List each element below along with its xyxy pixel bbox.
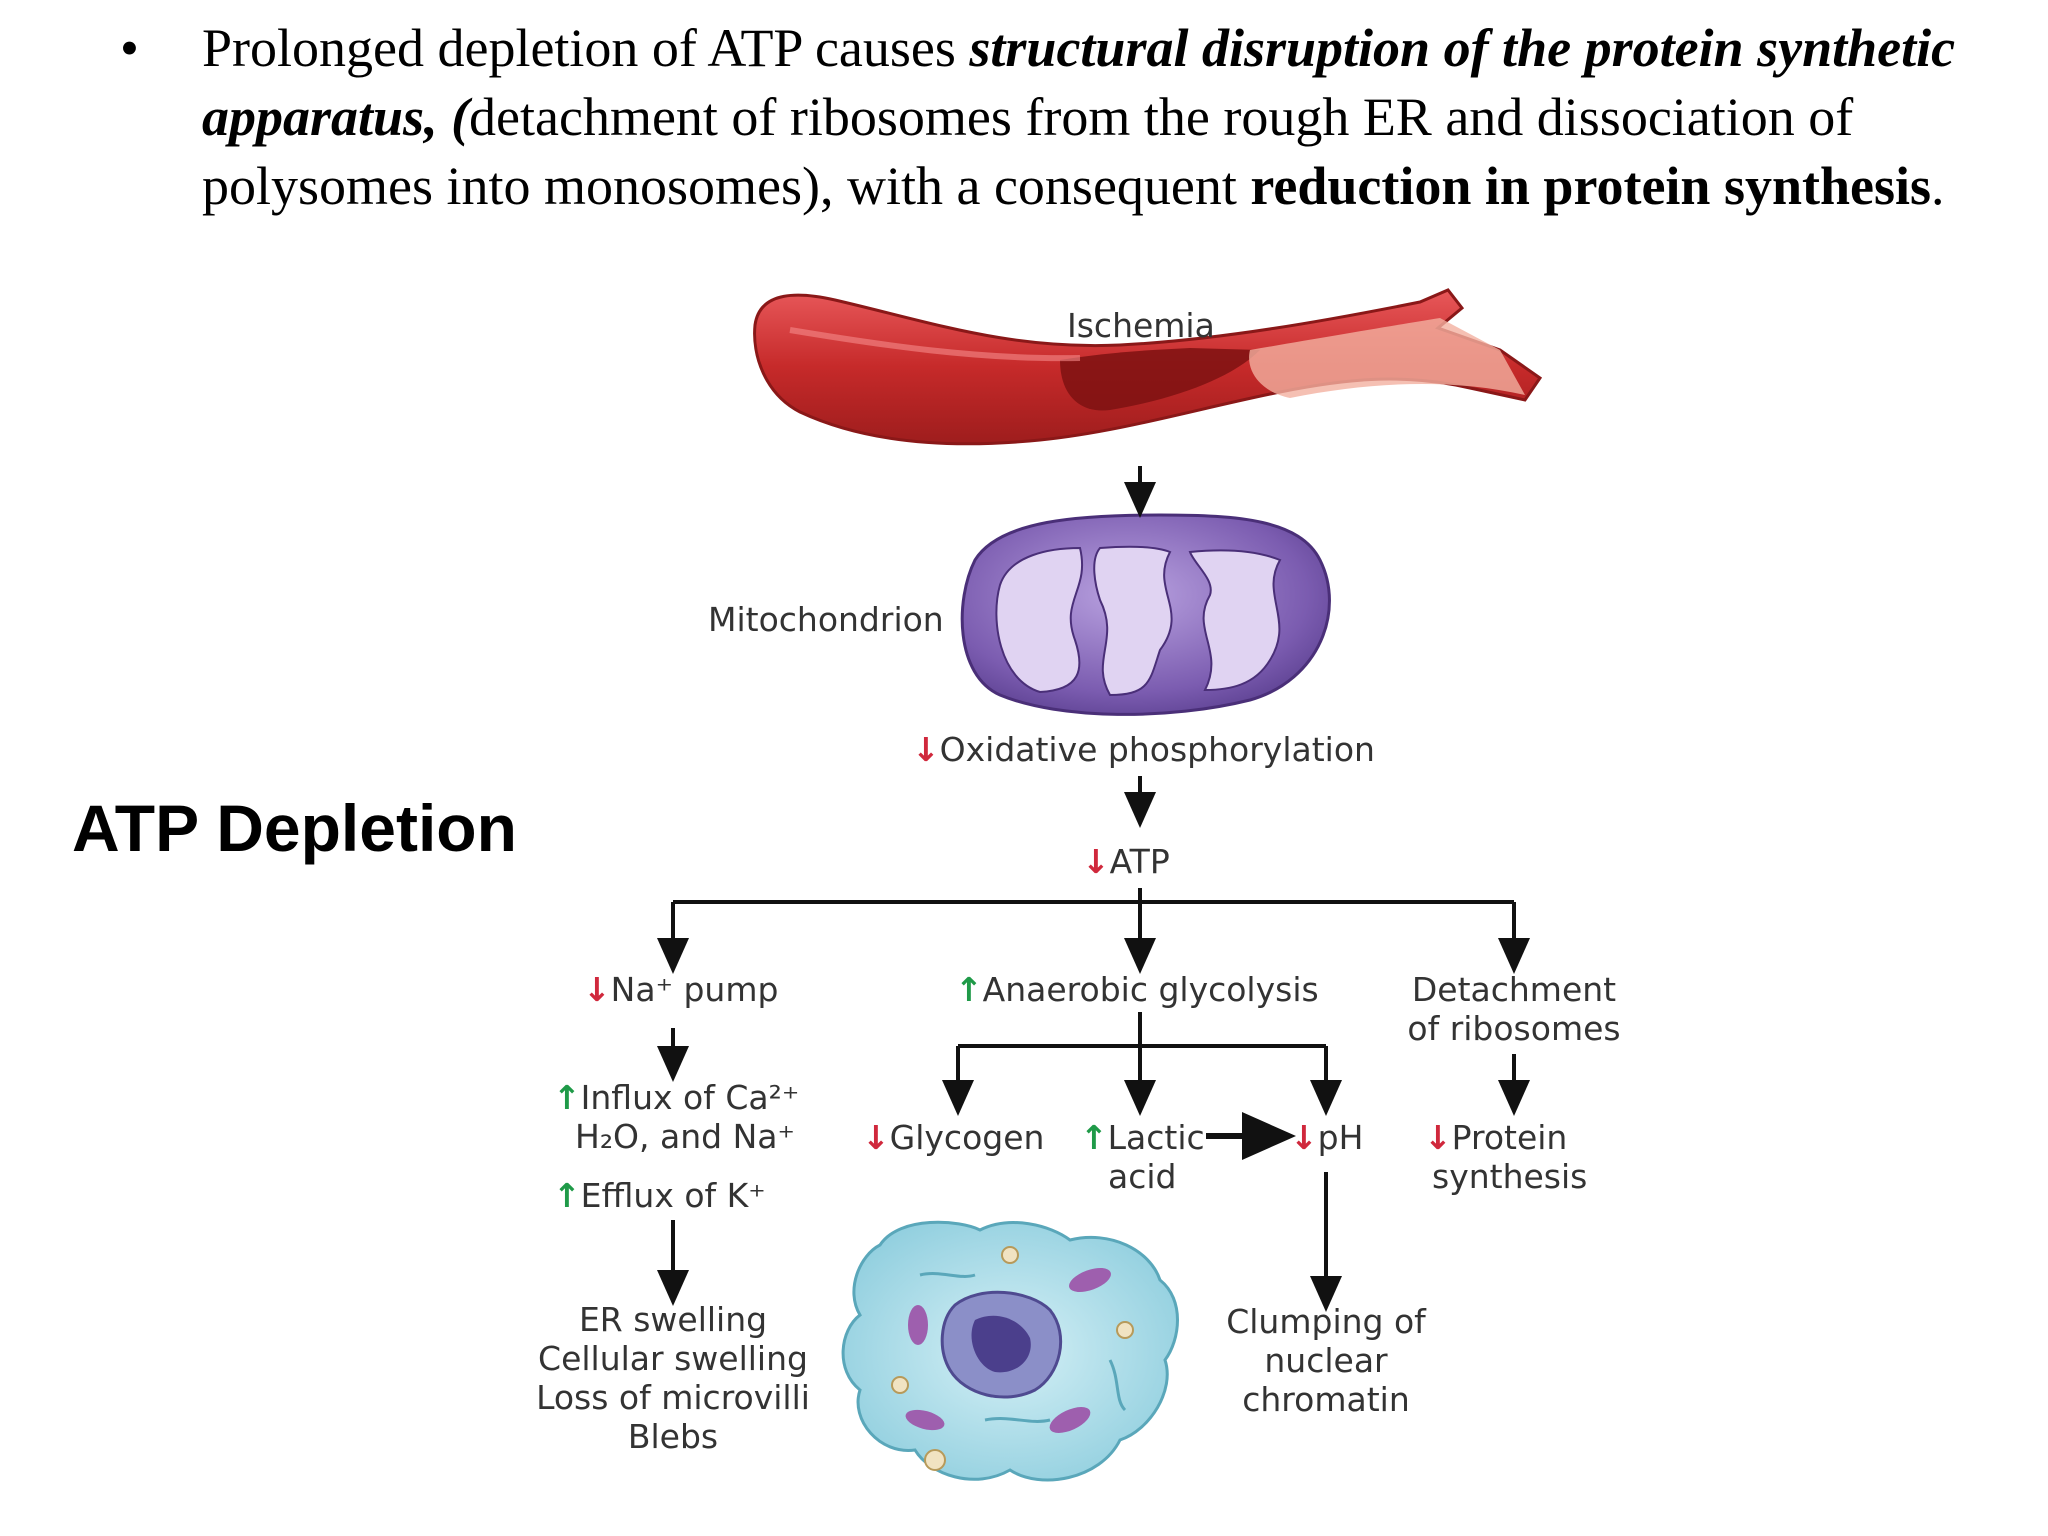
cell-icon: [841, 1220, 1179, 1482]
protein-line-2: synthesis: [1432, 1157, 1588, 1196]
detachment-line-1: Detachment: [1411, 970, 1617, 1009]
label-clumping-chromatin: Clumping of nuclear chromatin: [1206, 1302, 1446, 1419]
label-ischemia: Ischemia: [1067, 306, 1215, 345]
bullet-text-end: .: [1931, 156, 1945, 216]
side-title: ATP Depletion: [72, 791, 517, 865]
glycogen-text: Glycogen: [889, 1118, 1045, 1157]
label-atp: ↓ATP: [1082, 842, 1170, 881]
decrease-arrow-icon: ↓: [1424, 1118, 1452, 1157]
bullet-marker: •: [120, 18, 139, 78]
increase-arrow-icon: ↑: [955, 970, 983, 1009]
decrease-arrow-icon: ↓: [1290, 1118, 1318, 1157]
label-er-swelling: ER swelling Cellular swelling Loss of mi…: [533, 1300, 813, 1456]
label-influx: ↑Influx of Ca²⁺ H₂O, and Na⁺: [553, 1078, 799, 1156]
increase-arrow-icon: ↑: [553, 1176, 581, 1215]
protein-line-1: Protein: [1451, 1118, 1568, 1157]
atp-text: ATP: [1109, 842, 1170, 881]
label-glycogen: ↓Glycogen: [862, 1118, 1044, 1157]
clump-line-2: nuclear: [1264, 1341, 1388, 1380]
label-mitochondrion: Mitochondrion: [708, 600, 944, 639]
lactic-line-2: acid: [1108, 1157, 1177, 1196]
mitochondrion-icon: [960, 513, 1331, 716]
decrease-arrow-icon: ↓: [1082, 842, 1110, 881]
flow-connectors: [657, 466, 1530, 1312]
er-line-1: ER swelling: [578, 1300, 768, 1339]
bullet-text-3: detachment of ribosomes from the rough E…: [202, 87, 1854, 216]
decrease-arrow-icon: ↓: [912, 730, 940, 769]
increase-arrow-icon: ↑: [553, 1078, 581, 1117]
label-anaerobic-glycolysis: ↑Anaerobic glycolysis: [955, 970, 1319, 1009]
label-ph: ↓pH: [1290, 1118, 1363, 1157]
detachment-line-2: of ribosomes: [1407, 1009, 1621, 1048]
decrease-arrow-icon: ↓: [862, 1118, 890, 1157]
label-detachment-of-ribosomes: Detachment of ribosomes: [1404, 970, 1624, 1048]
anaerobic-text: Anaerobic glycolysis: [982, 970, 1319, 1009]
label-efflux: ↑Efflux of K⁺: [553, 1176, 766, 1215]
bullet-text-1: Prolonged depletion of ATP causes: [202, 18, 970, 78]
bullet-text-emphasis: structural disruption of the protein syn…: [202, 18, 1956, 147]
ph-text: pH: [1317, 1118, 1364, 1157]
oxphos-text: Oxidative phosphorylation: [939, 730, 1375, 769]
blood-vessel-icon: [753, 288, 1543, 446]
label-oxidative-phosphorylation: ↓Oxidative phosphorylation: [912, 730, 1375, 769]
label-na-pump: ↓Na⁺ pump: [583, 970, 778, 1009]
bullet-text: Prolonged depletion of ATP causes struct…: [202, 14, 1992, 221]
label-lactic-acid: ↑Lactic acid: [1080, 1118, 1205, 1196]
label-protein-synthesis: ↓Protein synthesis: [1424, 1118, 1587, 1196]
clump-line-1: Clumping of: [1226, 1302, 1426, 1341]
decrease-arrow-icon: ↓: [583, 970, 611, 1009]
er-line-3: Loss of microvilli: [536, 1378, 810, 1417]
na-pump-text: Na⁺ pump: [610, 970, 779, 1009]
clump-line-3: chromatin: [1242, 1380, 1410, 1419]
increase-arrow-icon: ↑: [1080, 1118, 1108, 1157]
lactic-line-1: Lactic: [1107, 1118, 1205, 1157]
bullet-text-bold: reduction in protein synthesis: [1250, 156, 1932, 216]
er-line-2: Cellular swelling: [538, 1339, 808, 1378]
efflux-text: Efflux of K⁺: [580, 1176, 766, 1215]
influx-line-1: Influx of Ca²⁺: [580, 1078, 800, 1117]
influx-line-2: H₂O, and Na⁺: [575, 1117, 795, 1156]
er-line-4: Blebs: [627, 1417, 719, 1456]
